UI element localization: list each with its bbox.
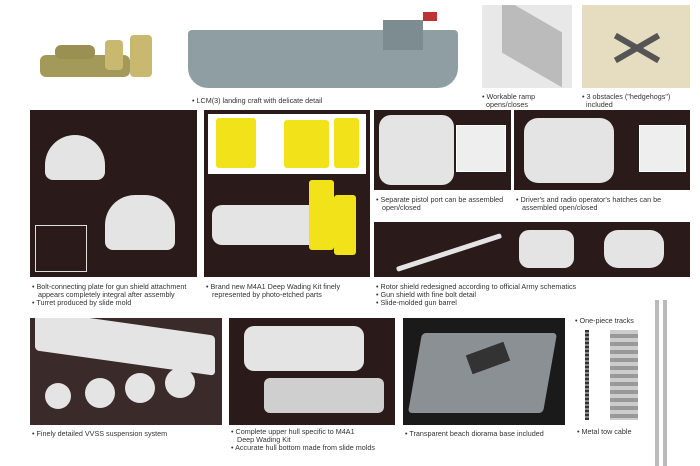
caption-text: LCM(3) landing craft with delicate detai… bbox=[196, 96, 323, 105]
hull-panel bbox=[229, 318, 395, 425]
caption-tow: • Metal tow cable bbox=[577, 427, 632, 436]
ramp-photo bbox=[482, 5, 572, 88]
tow-cable-image bbox=[585, 330, 589, 420]
pistol-port-panel bbox=[374, 110, 511, 190]
caption-lcm: • LCM(3) landing craft with delicate det… bbox=[192, 96, 323, 105]
caption-hedgehogs: • 3 obstacles ("hedgehogs") included bbox=[582, 92, 671, 109]
turret-panel bbox=[30, 110, 197, 277]
caption-rotor: • Rotor shield redesigned according to o… bbox=[376, 282, 577, 307]
barrel-rod bbox=[663, 300, 667, 466]
barrel-rods-image bbox=[655, 300, 659, 466]
caption-vvss: • Finely detailed VVSS suspension system bbox=[32, 429, 168, 438]
beach-base-panel bbox=[403, 318, 565, 425]
tracks-image bbox=[610, 330, 638, 420]
caption-wading: • Brand new M4A1 Deep Wading Kit finely … bbox=[206, 282, 341, 299]
rotor-shield-panel bbox=[374, 222, 690, 277]
caption-beach: • Transparent beach diorama base include… bbox=[405, 429, 544, 438]
caption-turret: • Bolt-connecting plate for gun shield a… bbox=[32, 282, 187, 307]
caption-pistol-port: • Separate pistol port can be assembled … bbox=[376, 195, 504, 212]
caption-ramp: • Workable ramp opens/closes bbox=[482, 92, 536, 109]
caption-hull: • Complete upper hull specific to M4A1 D… bbox=[231, 427, 375, 452]
lcm-landing-craft-image bbox=[188, 12, 460, 90]
hedgehogs-photo bbox=[582, 5, 690, 88]
caption-tracks: • One-piece tracks bbox=[575, 316, 634, 325]
hatches-panel bbox=[514, 110, 690, 190]
caption-hatches: • Driver's and radio operator's hatches … bbox=[516, 195, 662, 212]
wading-kit-panel bbox=[204, 110, 370, 277]
sherman-tank-image bbox=[35, 35, 160, 85]
suspension-panel bbox=[30, 318, 222, 425]
